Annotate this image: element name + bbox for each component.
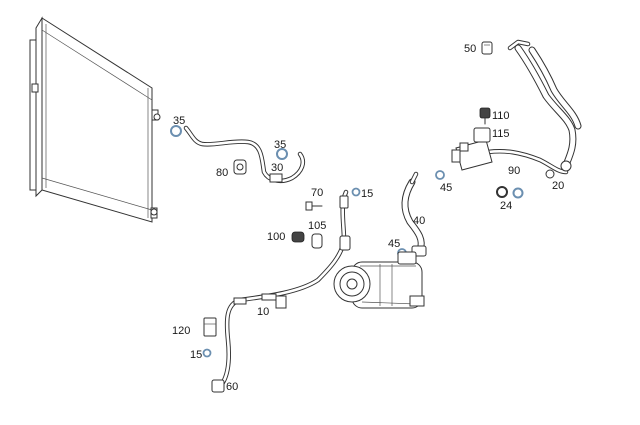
liquid-line-10	[219, 189, 351, 387]
callout-45b: 45	[388, 238, 400, 250]
bolt-70	[305, 201, 323, 211]
grommet-105	[311, 233, 323, 249]
bracket-80	[233, 159, 247, 175]
callout-15a: 15	[361, 188, 373, 200]
seal-35b	[276, 148, 288, 160]
seal-35a	[170, 125, 182, 137]
valve-block	[451, 127, 493, 171]
clamp-100	[291, 231, 305, 243]
callout-115: 115	[492, 128, 510, 140]
callout-60: 60	[226, 381, 238, 393]
suction-hose-20	[485, 39, 582, 179]
pressure-sensor-110	[479, 107, 491, 125]
callout-50: 50	[464, 43, 476, 55]
seal-15b	[202, 348, 212, 358]
callout-30: 30	[271, 162, 283, 174]
callout-20: 20	[552, 180, 564, 192]
callout-110: 110	[492, 110, 510, 122]
callout-35b: 35	[274, 139, 286, 151]
callout-labels: 50 110 115 35 35 80 30 45 90 20 24 70 15…	[172, 43, 564, 393]
callout-70: 70	[311, 187, 323, 199]
compressor	[333, 251, 425, 309]
callout-100: 100	[267, 231, 285, 243]
block-120	[203, 317, 217, 337]
seal-15a	[351, 187, 361, 197]
callout-10: 10	[257, 306, 269, 318]
callout-105: 105	[308, 220, 326, 232]
callout-90: 90	[508, 165, 520, 177]
callout-40: 40	[413, 215, 425, 227]
callout-24: 24	[500, 200, 512, 212]
cap-50	[481, 41, 493, 55]
liquid-pipe-30	[183, 125, 305, 184]
fitting-60	[211, 379, 225, 393]
callout-120: 120	[172, 325, 190, 337]
callout-80: 80	[216, 167, 228, 179]
callout-35a: 35	[173, 115, 185, 127]
callout-45a: 45	[440, 182, 452, 194]
seal-rings	[397, 170, 524, 258]
callout-15b: 15	[190, 349, 202, 361]
condenser	[29, 16, 161, 223]
